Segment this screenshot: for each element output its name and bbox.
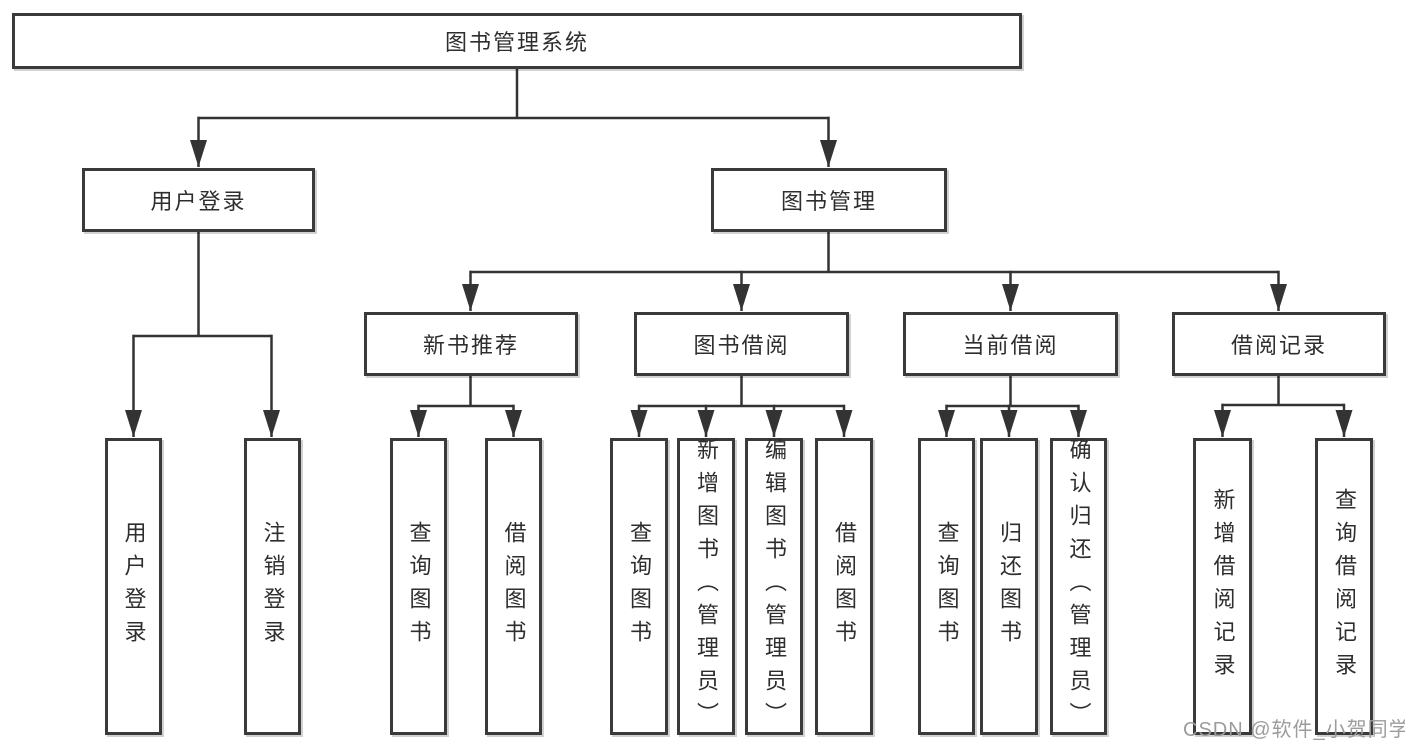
- leaf-records-add-record: 新增借阅记录: [1193, 438, 1252, 735]
- node-new-book-recommend: 新书推荐: [364, 312, 578, 376]
- csdn-watermark: CSDN @软件_小贺同学: [1183, 719, 1405, 741]
- leaf-current-query-books: 查询图书: [918, 438, 975, 735]
- leaf-recommend-query-books-label: 查询图书: [406, 520, 432, 653]
- node-book-borrowing-label: 图书借阅: [693, 333, 790, 358]
- leaf-logout-label: 注销登录: [260, 520, 286, 653]
- leaf-borrowing-borrow-books: 借阅图书: [815, 438, 873, 735]
- leaf-borrowing-query-books: 查询图书: [610, 438, 668, 735]
- leaf-current-confirm-return-admin: 确认归还（管理员）: [1050, 438, 1107, 735]
- node-root-system-label: 图书管理系统: [444, 30, 589, 55]
- leaf-borrowing-borrow-books-label: 借阅图书: [832, 520, 857, 653]
- node-book-management-label: 图书管理: [780, 189, 877, 214]
- node-book-borrowing: 图书借阅: [634, 312, 849, 376]
- node-user-login: 用户登录: [82, 168, 315, 232]
- leaf-recommend-borrow-books: 借阅图书: [485, 438, 542, 735]
- node-borrowing-records: 借阅记录: [1172, 312, 1386, 376]
- leaf-borrowing-query-books-label: 查询图书: [627, 520, 652, 653]
- leaf-records-query-record: 查询借阅记录: [1315, 438, 1373, 735]
- node-user-login-label: 用户登录: [150, 189, 247, 214]
- leaf-borrowing-edit-books-admin: 编辑图书（管理员）: [745, 438, 803, 735]
- leaf-borrowing-add-books-admin-label: 新增图书（管理员）: [694, 438, 719, 735]
- leaf-current-confirm-return-admin-label: 确认归还（管理员）: [1066, 438, 1092, 735]
- leaf-logout: 注销登录: [244, 438, 301, 735]
- leaf-recommend-borrow-books-label: 借阅图书: [501, 520, 527, 653]
- node-borrowing-records-label: 借阅记录: [1230, 333, 1327, 358]
- node-root-system: 图书管理系统: [12, 13, 1022, 69]
- node-book-management: 图书管理: [711, 168, 947, 232]
- leaf-borrowing-add-books-admin: 新增图书（管理员）: [677, 438, 735, 735]
- node-current-borrowing: 当前借阅: [903, 312, 1118, 376]
- node-new-book-recommend-label: 新书推荐: [422, 333, 519, 358]
- leaf-records-add-record-label: 新增借阅记录: [1210, 487, 1236, 686]
- leaf-current-return-books-label: 归还图书: [997, 520, 1022, 653]
- leaf-recommend-query-books: 查询图书: [390, 438, 447, 735]
- leaf-current-query-books-label: 查询图书: [934, 520, 960, 653]
- leaf-records-query-record-label: 查询借阅记录: [1332, 487, 1357, 686]
- node-current-borrowing-label: 当前借阅: [962, 333, 1059, 358]
- leaf-user-login-label: 用户登录: [121, 520, 147, 653]
- leaf-current-return-books: 归还图书: [980, 438, 1038, 735]
- leaf-borrowing-edit-books-admin-label: 编辑图书（管理员）: [762, 438, 787, 735]
- leaf-user-login: 用户登录: [105, 438, 162, 735]
